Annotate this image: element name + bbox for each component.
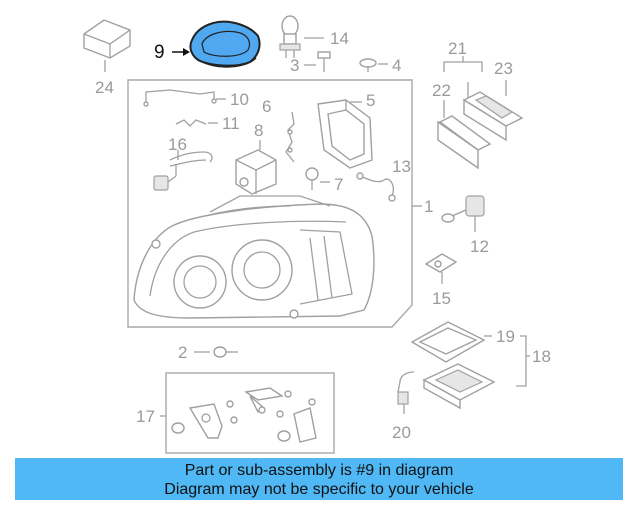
lens-seal-part[interactable] — [462, 80, 524, 142]
headlamp-assembly-box — [127, 79, 413, 328]
screw-part[interactable] — [317, 51, 331, 72]
wire-lead-part[interactable] — [175, 119, 207, 127]
halogen-bulb-part[interactable] — [279, 15, 301, 58]
bulb-socket-part[interactable] — [153, 151, 213, 191]
callout-15: 15 — [432, 289, 451, 308]
callout-7: 7 — [334, 175, 343, 194]
callout-5: 5 — [366, 91, 375, 110]
bracket-kit-box — [165, 372, 335, 454]
headlamp-housing-part[interactable] — [133, 195, 375, 319]
igniter-part[interactable] — [235, 140, 277, 195]
side-clip-part[interactable] — [424, 253, 458, 284]
wiring-harness-part[interactable] — [143, 89, 217, 107]
callout-12: 12 — [470, 237, 489, 256]
housing-frame-part[interactable] — [317, 99, 373, 169]
callout-8: 8 — [254, 121, 263, 140]
info-banner: Part or sub-assembly is #9 in diagram Di… — [15, 458, 623, 500]
callout-14: 14 — [330, 29, 349, 48]
callout-9-arrow — [183, 48, 190, 56]
banner-line-disclaimer: Diagram may not be specific to your vehi… — [164, 481, 474, 498]
retaining-clip-part[interactable] — [359, 58, 377, 72]
callout-16: 16 — [168, 135, 187, 154]
callout-24: 24 — [95, 78, 114, 97]
adjuster-screw-part[interactable] — [305, 167, 319, 190]
callout-21-bracket — [443, 61, 483, 72]
callout-1: 1 — [424, 197, 433, 216]
callout-11: 11 — [222, 114, 240, 133]
bolt-part[interactable] — [213, 346, 238, 358]
highlighted-cover-cap-part[interactable] — [189, 20, 261, 68]
callout-13: 13 — [392, 157, 411, 176]
callout-18: 18 — [532, 347, 551, 366]
ballast-unit-part[interactable] — [422, 363, 496, 410]
side-marker-bulb-part[interactable] — [441, 195, 485, 232]
callout-4: 4 — [392, 56, 401, 75]
callout-23: 23 — [494, 59, 513, 78]
callout-20: 20 — [392, 423, 411, 442]
control-module-part[interactable] — [83, 19, 131, 72]
callout-21: 21 — [448, 39, 467, 58]
lead-wire-part[interactable] — [356, 172, 396, 202]
bracket-kit-parts[interactable] — [171, 387, 317, 443]
callout-18-bracket — [516, 335, 527, 387]
harness-lead-part[interactable] — [397, 371, 415, 414]
lens-gasket-part[interactable] — [437, 100, 492, 170]
banner-line-part-number: Part or sub-assembly is #9 in diagram — [184, 462, 454, 479]
callout-2: 2 — [178, 343, 187, 362]
callout-17: 17 — [136, 407, 155, 426]
callout-3: 3 — [290, 56, 299, 75]
ballast-cover-part[interactable] — [410, 321, 486, 363]
callout-19: 19 — [496, 327, 515, 346]
callout-22: 22 — [432, 81, 451, 100]
callout-9: 9 — [154, 42, 165, 63]
callout-10: 10 — [230, 90, 249, 109]
wire-part[interactable] — [285, 111, 295, 163]
callout-6: 6 — [262, 97, 271, 116]
